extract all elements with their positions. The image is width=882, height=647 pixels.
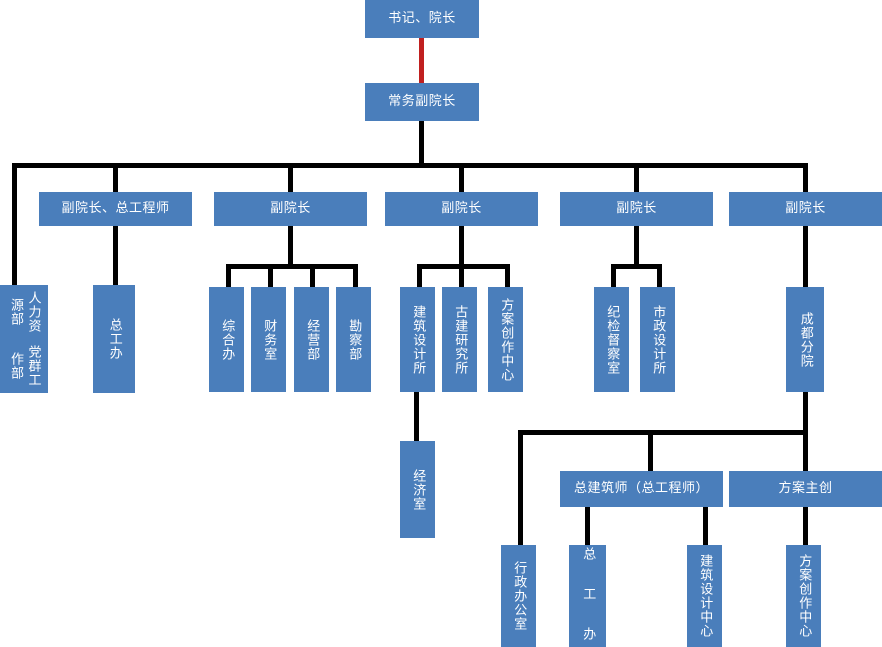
connector-drop-finance-office [268,264,273,287]
connector-bus-drop-vice-dean-3 [459,163,464,193]
node-general-office[interactable]: 综合办 [209,287,244,392]
connector-dean-to-exec-vice-dean [419,38,424,83]
node-branch-scheme-creation-center[interactable]: 方案创作中心 [786,545,821,647]
connector-drop-chief-architect [648,430,653,471]
node-discipline-inspection-office[interactable]: 纪检督察室 [594,287,629,392]
node-architecture-design-institute[interactable]: 建筑设计所 [400,287,435,392]
node-vice-dean-4[interactable]: 副院长 [560,192,713,226]
connector-drop-admin-office [518,430,523,545]
connector-exec-vice-dean-down [419,121,424,165]
node-branch-architecture-design-center[interactable]: 建筑设计中心 [687,545,722,647]
connector-architecture-institute-to-economics-office [414,392,419,442]
node-chief-engineer-office[interactable]: 总工办 [93,285,135,393]
node-ancient-architecture-institute[interactable]: 古建研究所 [442,287,477,392]
connector-bus-drop-vice-dean-2 [288,163,293,193]
connector-chief-architect-to-branch-design-center [703,507,708,545]
connector-bus-drop-vice-dean-1 [113,163,118,193]
connector-vicedean4-down [634,226,639,266]
node-hr-dept-label: 人力资源部 [8,291,41,333]
node-admin-office[interactable]: 行政办公室 [501,545,536,647]
node-secretary-dean[interactable]: 书记、院长 [365,0,479,38]
connector-drop-architecture-design-institute [417,264,422,287]
connector-vicedean5-to-chengdu-branch [803,226,808,287]
node-vice-dean-3[interactable]: 副院长 [385,192,538,226]
node-branch-chief-engineer-office[interactable]: 总 工 办 [569,545,606,647]
node-executive-vice-dean[interactable]: 常务副院长 [365,83,479,121]
node-vice-dean-chief-engineer[interactable]: 副院长、总工程师 [39,192,192,226]
connector-drop-scheme-lead [803,430,808,471]
node-chengdu-branch[interactable]: 成都分院 [786,287,824,392]
connector-drop-survey-dept [353,264,358,287]
node-economics-office[interactable]: 经济室 [400,441,435,538]
connector-vicedean1-to-chief-eng-office [113,226,118,287]
connector-drop-ancient-architecture-institute [459,264,464,287]
node-vice-dean-2[interactable]: 副院长 [214,192,367,226]
node-scheme-lead[interactable]: 方案主创 [729,471,882,507]
node-operations-dept[interactable]: 经营部 [294,287,329,392]
connector-chengdu-branch-bus [518,430,808,435]
connector-drop-municipal-design-institute [657,264,662,287]
connector-drop-scheme-creation-center [505,264,510,287]
connector-vicedean2-bus [226,264,358,269]
node-vice-dean-5[interactable]: 副院长 [729,192,882,226]
node-chief-architect[interactable]: 总建筑师（总工程师） [560,471,723,507]
connector-bus-drop-vice-dean-4 [634,163,639,193]
connector-scheme-lead-to-branch-scheme-center [803,507,808,545]
connector-vicedean4-bus [611,264,662,269]
connector-chief-architect-to-branch-chief-eng-office [585,507,590,545]
connector-bus-drop-hr [12,163,17,285]
node-hr-and-party-work-dept[interactable]: 人力资源部 党群工作部 [0,285,48,393]
connector-vicedean3-down [459,226,464,266]
connector-drop-operations-dept [310,264,315,287]
node-survey-dept[interactable]: 勘察部 [336,287,371,392]
connector-drop-general-office [226,264,231,287]
connector-bus-drop-vice-dean-5 [803,163,808,193]
node-scheme-creation-center[interactable]: 方案创作中心 [488,287,523,392]
connector-vicedean2-down [288,226,293,266]
connector-chengdu-branch-down [803,392,808,432]
connector-drop-discipline-inspection-office [611,264,616,287]
node-municipal-design-institute[interactable]: 市政设计所 [640,287,675,392]
connector-main-bus [12,163,808,168]
node-finance-office[interactable]: 财务室 [251,287,286,392]
node-party-work-dept-label: 党群工作部 [8,345,41,387]
